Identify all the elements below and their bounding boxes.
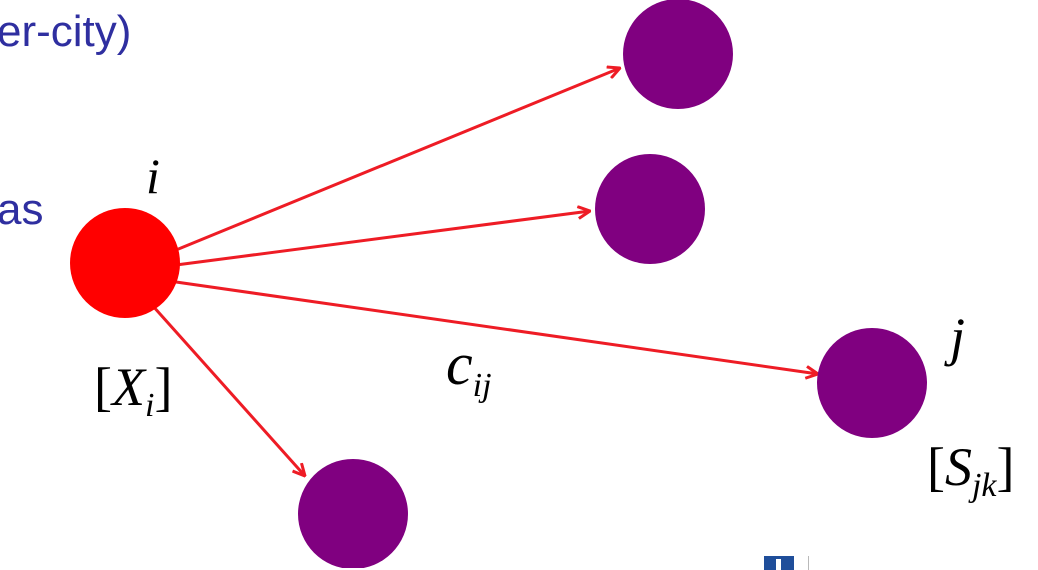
slide-text-fragment-top: er-city) — [0, 7, 132, 56]
origin-attribute: [Xi] — [94, 357, 172, 424]
slide-text-fragment-mid: as — [0, 185, 44, 234]
origin-node-i — [70, 208, 180, 318]
flow-arrow-to-j — [175, 280, 818, 374]
destination-attribute: [Sjk] — [927, 437, 1015, 504]
destination-node-d2 — [595, 154, 705, 264]
flow-arrow-to-d2 — [175, 211, 590, 267]
destination-node-d4 — [298, 459, 408, 568]
institution-logo — [764, 556, 794, 570]
destination-node-d1 — [623, 0, 733, 109]
edge-label-cij: cij — [446, 331, 492, 404]
flow-arrow-to-d4 — [150, 303, 305, 476]
logo-divider — [808, 556, 809, 570]
flow-arrow-to-d1 — [175, 68, 620, 252]
destination-label-j: j — [944, 307, 965, 367]
destination-node-j — [817, 328, 927, 438]
origin-label: i — [146, 148, 160, 204]
